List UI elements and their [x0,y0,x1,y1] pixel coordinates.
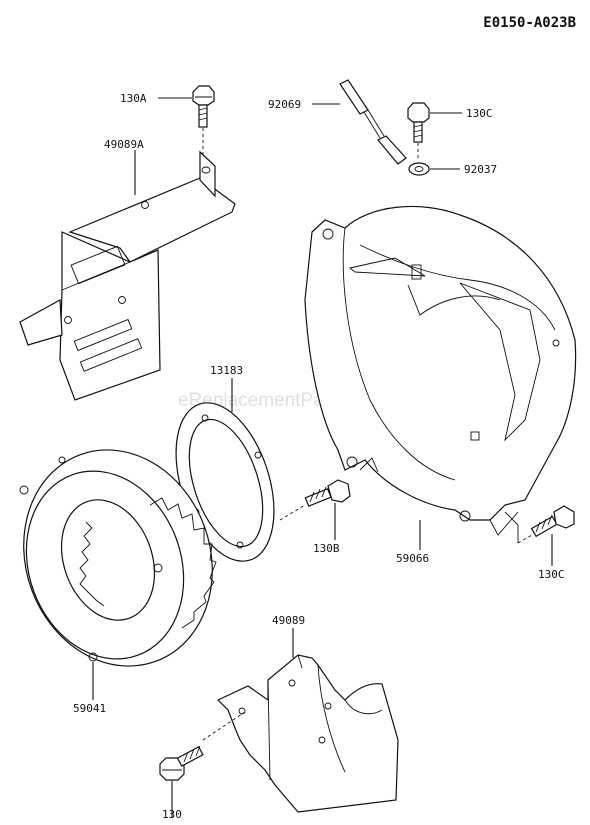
bolt-130a[interactable] [192,85,215,128]
label-49089[interactable]: 49089 [272,614,305,627]
label-130a[interactable]: 130A [120,92,147,105]
terminal-92037[interactable] [377,135,430,176]
bolt-130c-top[interactable] [407,102,430,143]
axis-130c-side-3 [517,534,533,544]
axis-130c-side-1 [504,511,519,526]
label-92069[interactable]: 92069 [268,98,301,111]
label-130b[interactable]: 130B [313,542,340,555]
label-130[interactable]: 130 [162,808,182,821]
bolt-130[interactable] [159,745,204,781]
lead-wire-92069[interactable] [339,79,385,139]
diagram-id-label: E0150-A023B [483,15,576,31]
label-13183[interactable]: 13183 [210,364,243,377]
bolt-130c-side[interactable] [530,505,575,538]
fan-housing-59066[interactable] [304,205,577,536]
axis-130b [279,504,306,521]
label-130c-side[interactable]: 130C [538,568,565,581]
label-92037[interactable]: 92037 [464,163,497,176]
cooling-fan-59041[interactable] [0,423,242,693]
label-59066[interactable]: 59066 [396,552,429,565]
cover-49089a[interactable] [19,150,236,401]
label-130c-top[interactable]: 130C [466,107,493,120]
axis-130 [202,711,246,741]
bolt-130b[interactable] [304,479,351,507]
label-49089a[interactable]: 49089A [104,138,144,151]
cover-49089[interactable] [216,654,399,813]
label-59041[interactable]: 59041 [73,702,106,715]
